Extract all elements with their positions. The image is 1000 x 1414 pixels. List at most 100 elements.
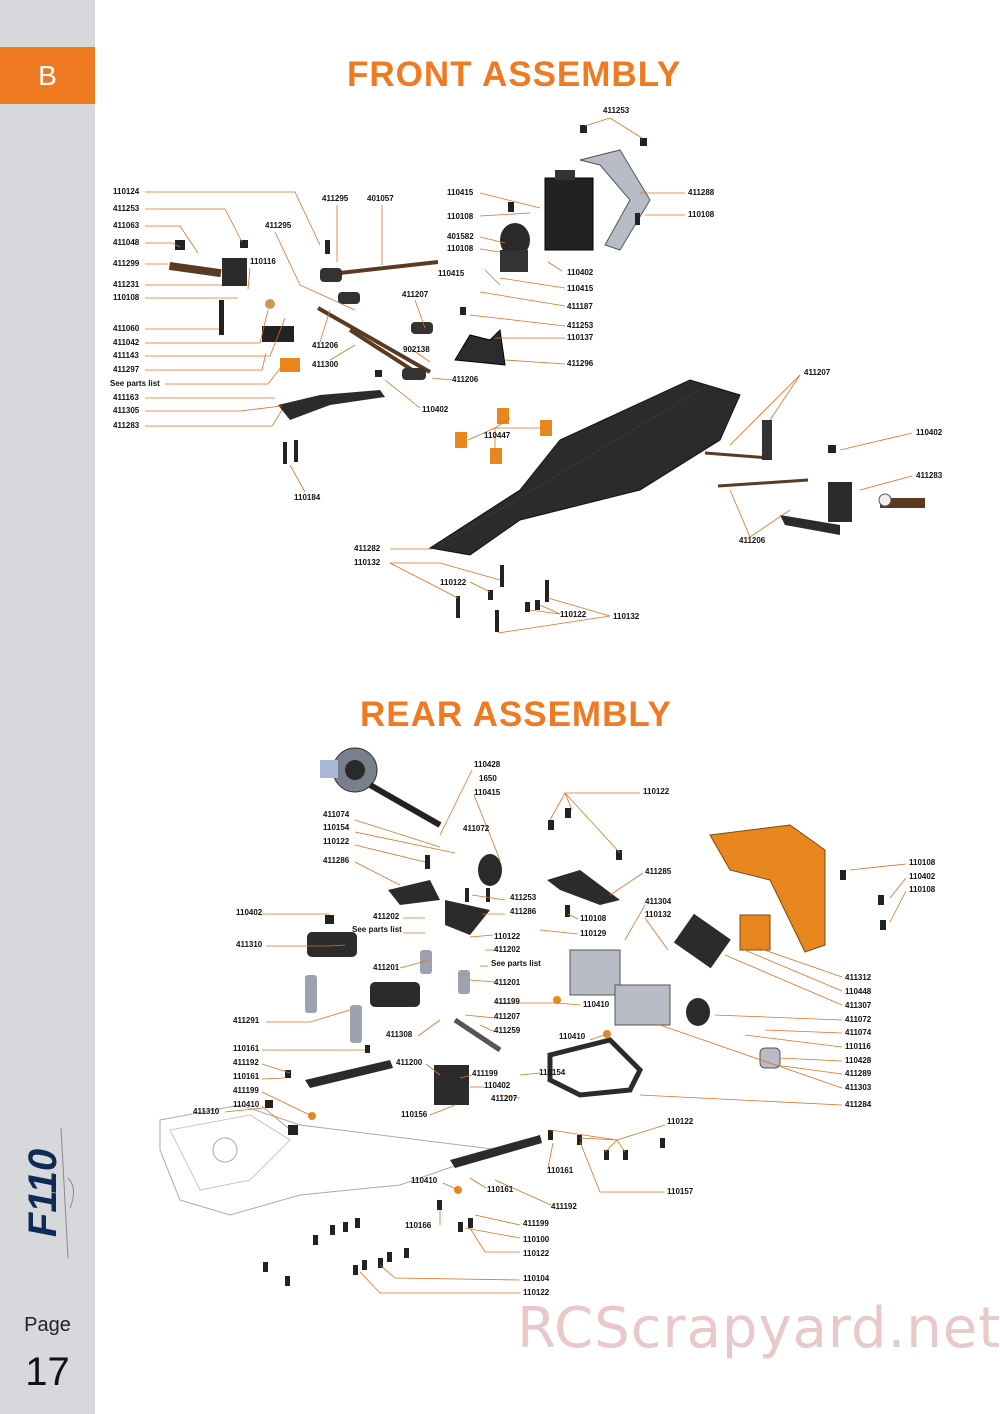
rear-label: 110166 xyxy=(405,1221,432,1230)
rear-label: 110402 xyxy=(484,1081,511,1090)
rear-label: 110154 xyxy=(539,1068,566,1077)
front-label: 110108 xyxy=(113,293,140,302)
rear-label: 411289 xyxy=(845,1069,872,1078)
front-label: 411295 xyxy=(265,221,292,230)
front-label: 110137 xyxy=(567,333,594,342)
front-label: 110124 xyxy=(113,187,140,196)
front-label: 411288 xyxy=(688,188,715,197)
faded-chassis-outline xyxy=(159,1104,501,1216)
front-label: 411187 xyxy=(567,302,593,311)
front-label: 411206 xyxy=(452,375,479,384)
front-label: 110108 xyxy=(447,212,474,221)
front-label: 411283 xyxy=(916,471,943,480)
rear-label: 110122 xyxy=(667,1117,694,1126)
rear-label: 411291 xyxy=(233,1016,260,1025)
front-bulkhead xyxy=(454,328,506,366)
front-label: 110122 xyxy=(440,578,467,587)
rear-label: 411303 xyxy=(845,1083,872,1092)
rear-label: See parts list xyxy=(491,959,541,968)
rear-label: 411259 xyxy=(494,1026,521,1035)
rear-label: 110161 xyxy=(487,1185,514,1194)
rear-label: 110161 xyxy=(233,1044,260,1053)
front-label: 110132 xyxy=(354,558,381,567)
page-number: 17 xyxy=(25,1350,70,1394)
rear-label: 110156 xyxy=(401,1110,428,1119)
rear-label: 411307 xyxy=(845,1001,872,1010)
brand-logo: F110 xyxy=(21,1127,74,1259)
rear-label: 411201 xyxy=(494,978,521,987)
rear-label: 110161 xyxy=(547,1166,574,1175)
front-arm-left xyxy=(278,390,385,420)
front-label: 411282 xyxy=(354,544,381,553)
rear-label: 411202 xyxy=(373,912,400,921)
front-assembly-diagram: 110124 411253 411063 411048 411299 11011… xyxy=(110,106,943,634)
rear-label: 411304 xyxy=(645,897,672,906)
front-label: 110122 xyxy=(560,610,587,619)
front-label: 110132 xyxy=(613,612,640,621)
rear-label: 110410 xyxy=(583,1000,610,1009)
rear-label: 110161 xyxy=(233,1072,260,1081)
front-label: 411207 xyxy=(402,290,429,299)
rear-label: 411199 xyxy=(523,1219,549,1228)
section-tab: B xyxy=(0,47,95,104)
rear-label: 110129 xyxy=(580,929,607,938)
front-label: 411163 xyxy=(113,393,139,402)
rear-wing xyxy=(709,824,826,953)
front-label: 411283 xyxy=(113,421,140,430)
rear-assembly-title: REAR ASSEMBLY xyxy=(360,695,672,734)
rear-label: 411286 xyxy=(323,856,350,865)
front-label: 411296 xyxy=(567,359,594,368)
front-label: 401057 xyxy=(367,194,394,203)
front-chassis-plate xyxy=(428,379,741,556)
front-label: 110415 xyxy=(567,284,594,293)
front-label: 411206 xyxy=(312,341,339,350)
front-label: 411253 xyxy=(113,204,140,213)
rear-label: 411312 xyxy=(845,973,872,982)
rear-label: 110428 xyxy=(474,760,501,769)
logo-text: F110 xyxy=(21,1149,65,1237)
front-label: 411042 xyxy=(113,338,140,347)
front-label: 411060 xyxy=(113,324,140,333)
rear-assembly-diagram: 110428 1650 110415 411072 411074 110154 … xyxy=(159,747,936,1297)
rear-label: 110122 xyxy=(323,837,350,846)
front-label: 110108 xyxy=(688,210,715,219)
front-label: See parts list xyxy=(110,379,160,388)
servo xyxy=(544,177,594,251)
rear-label: 411072 xyxy=(463,824,490,833)
rear-label: 110402 xyxy=(236,908,263,917)
rear-label: 411200 xyxy=(396,1058,423,1067)
rear-label: 110108 xyxy=(909,858,936,867)
rear-label: 411072 xyxy=(845,1015,872,1024)
rear-label: 411285 xyxy=(645,867,672,876)
rear-label: 411207 xyxy=(491,1094,518,1103)
servo-mount xyxy=(579,149,651,251)
rear-label: 110415 xyxy=(474,788,501,797)
front-label: 411048 xyxy=(113,238,140,247)
rear-label: 110122 xyxy=(523,1288,550,1297)
rear-label: 411201 xyxy=(373,963,400,972)
rear-label: 110104 xyxy=(523,1274,550,1283)
front-assembly-title: FRONT ASSEMBLY xyxy=(347,55,682,94)
rear-label: 110108 xyxy=(909,885,936,894)
front-label: 411299 xyxy=(113,259,140,268)
rear-label: 110122 xyxy=(494,932,521,941)
rear-label: 411074 xyxy=(323,810,350,819)
rear-label: 110410 xyxy=(411,1176,438,1185)
front-label: 110447 xyxy=(484,431,511,440)
rear-label: 1650 xyxy=(479,774,497,783)
rear-label: 110428 xyxy=(845,1056,872,1065)
front-label: 110415 xyxy=(447,188,474,197)
rear-label: 110122 xyxy=(643,787,670,796)
rear-label: 110116 xyxy=(845,1042,871,1051)
front-label: 411231 xyxy=(113,280,140,289)
rear-label: 411199 xyxy=(233,1086,259,1095)
rear-label: 411253 xyxy=(510,893,537,902)
rear-label: 110108 xyxy=(580,914,607,923)
front-label: 411063 xyxy=(113,221,140,230)
rear-frame xyxy=(547,1037,644,1098)
rear-label: 110132 xyxy=(645,910,672,919)
rear-label: 411310 xyxy=(236,940,263,949)
front-label: 902138 xyxy=(403,345,430,354)
rear-label: 110402 xyxy=(909,872,936,881)
rear-label: See parts list xyxy=(352,925,402,934)
